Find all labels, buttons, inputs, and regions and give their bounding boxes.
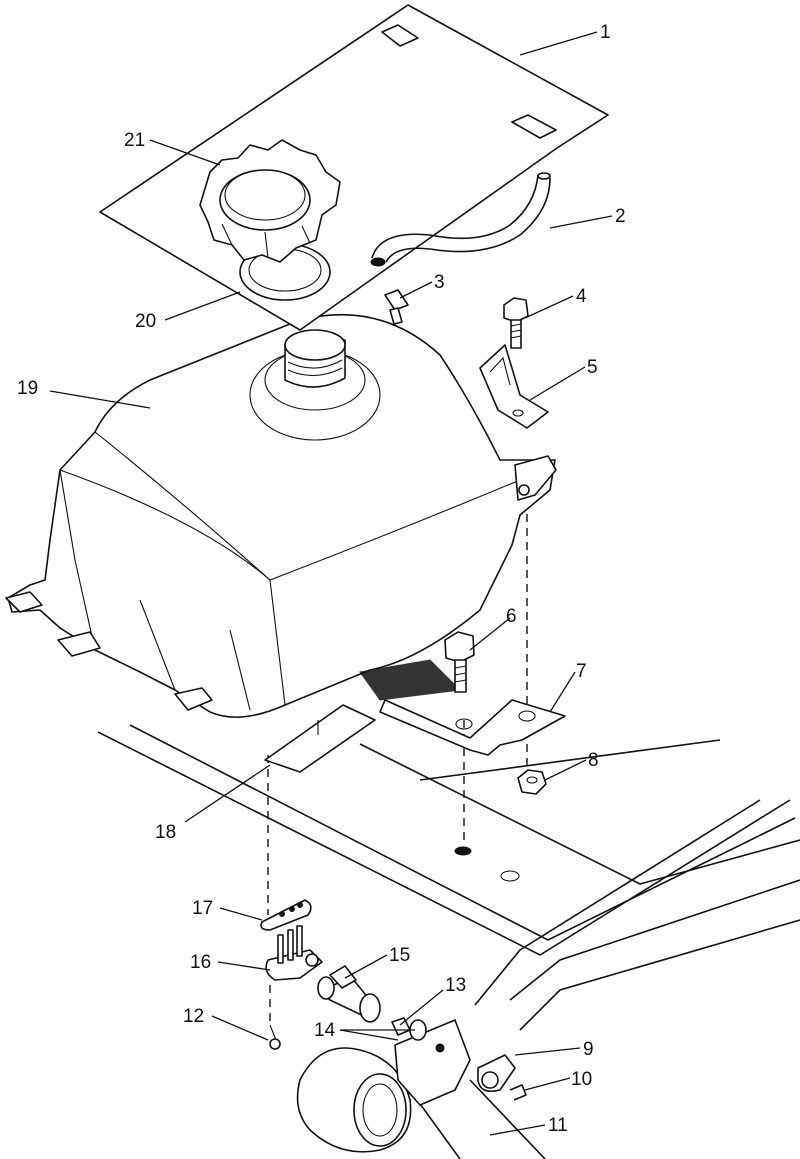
part-7-rear-bracket — [379, 699, 566, 756]
part-bracket-and-clamp — [394, 1019, 527, 1106]
callout-leaders — [49, 31, 613, 1136]
part-6-bolt — [444, 631, 475, 693]
callout-19: 19 — [17, 378, 38, 399]
callout-16: 16 — [190, 952, 211, 973]
part-11-mount-post — [296, 1047, 461, 1159]
callout-11: 11 — [548, 1115, 568, 1136]
part-2-vent-hose — [370, 172, 551, 267]
callout-15: 15 — [389, 945, 410, 966]
part-3-vent-fitting — [384, 289, 409, 325]
callout-5: 5 — [587, 357, 598, 378]
part-21-fuel-cap — [199, 139, 341, 263]
part-5-bracket — [479, 344, 549, 429]
callout-8: 8 — [588, 750, 599, 771]
callout-labels: 1 2 3 4 5 6 7 8 9 10 11 12 13 14 15 16 1… — [17, 22, 626, 1136]
callout-4: 4 — [576, 286, 587, 307]
part-19-fuel-tank — [5, 313, 557, 718]
callout-18: 18 — [155, 822, 176, 843]
callout-10: 10 — [571, 1069, 592, 1090]
callout-3: 3 — [434, 272, 445, 293]
callout-6: 6 — [506, 606, 517, 627]
callout-2: 2 — [615, 206, 626, 227]
part-1-cover-sheet — [99, 4, 609, 331]
part-4-bolt — [503, 297, 529, 349]
part-18-pad — [264, 704, 376, 773]
frame-rails — [97, 724, 800, 1159]
petcock-assembly — [260, 899, 427, 1050]
callout-12: 12 — [183, 1006, 204, 1027]
callout-14: 14 — [314, 1020, 336, 1041]
callout-13: 13 — [445, 975, 466, 996]
callout-7: 7 — [576, 661, 587, 682]
callout-21: 21 — [124, 130, 145, 151]
callout-20: 20 — [135, 311, 156, 332]
callout-1: 1 — [600, 22, 611, 43]
part-8-nut — [517, 769, 547, 795]
callout-9: 9 — [583, 1039, 594, 1060]
callout-17: 17 — [192, 898, 213, 919]
